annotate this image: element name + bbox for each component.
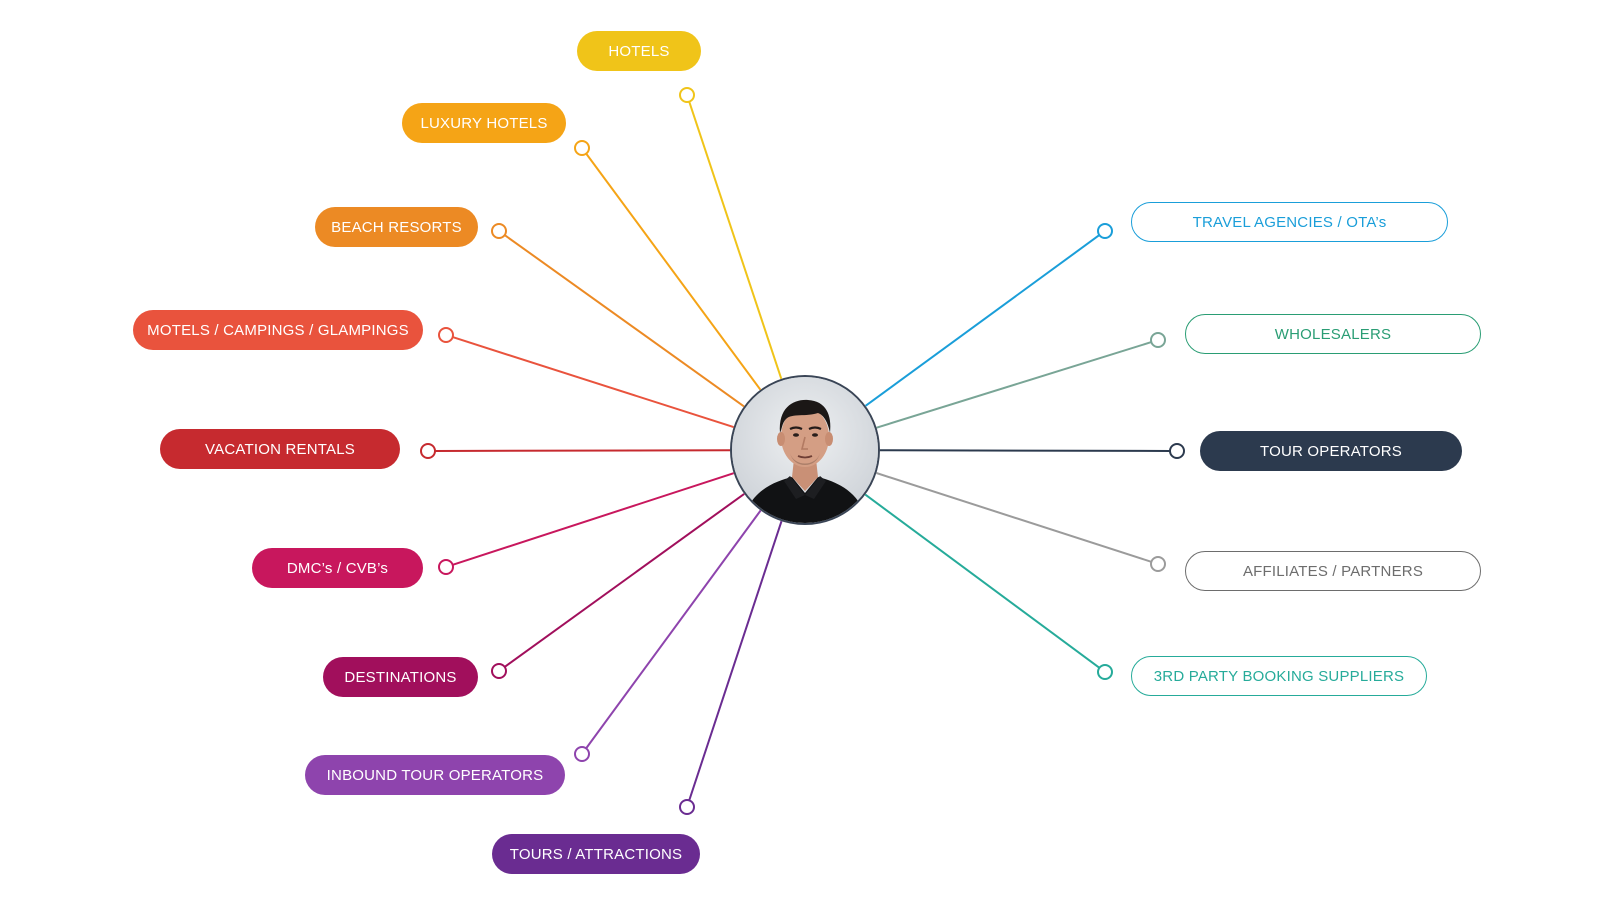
connector-endpoint-tours-attractions [679,799,695,815]
connector-line-beach-resorts [504,234,745,408]
node-label: TOUR OPERATORS [1260,442,1402,460]
node-label: MOTELS / CAMPINGS / GLAMPINGS [147,321,409,339]
connector-endpoint-3rd-party-booking-suppliers [1097,664,1113,680]
node-label: VACATION RENTALS [205,440,355,458]
connector-line-travel-agencies-otas [865,234,1100,407]
node-label: HOTELS [608,42,670,60]
connector-endpoint-vacation-rentals [420,443,436,459]
connector-endpoint-affiliates-partners [1150,556,1166,572]
connector-endpoint-travel-agencies-otas [1097,223,1113,239]
node-destinations[interactable]: DESTINATIONS [323,657,478,697]
connector-line-affiliates-partners [876,472,1152,563]
node-luxury-hotels[interactable]: LUXURY HOTELS [402,103,566,143]
connector-line-wholesalers [876,341,1152,429]
node-hotels[interactable]: HOTELS [577,31,701,71]
connector-line-luxury-hotels [585,153,762,391]
person-portrait-icon [732,377,878,523]
node-label: BEACH RESORTS [331,218,462,236]
node-label: 3RD PARTY BOOKING SUPPLIERS [1153,667,1405,685]
connector-line-inbound-tour-operators [585,509,762,749]
node-label: TRAVEL AGENCIES / OTA’s [1192,213,1387,231]
center-avatar-photo [730,375,880,525]
connector-endpoint-beach-resorts [491,223,507,239]
connector-line-dmcs-cvbs [452,472,735,566]
node-label: DESTINATIONS [344,668,457,686]
node-3rd-party-booking-suppliers[interactable]: 3RD PARTY BOOKING SUPPLIERS [1131,656,1427,696]
node-vacation-rentals[interactable]: VACATION RENTALS [160,429,400,469]
connector-line-motels-campings-glampings [452,336,734,429]
connector-endpoint-dmcs-cvbs [438,559,454,575]
node-inbound-tour-operators[interactable]: INBOUND TOUR OPERATORS [305,755,565,795]
connector-endpoint-wholesalers [1150,332,1166,348]
node-tour-operators[interactable]: TOUR OPERATORS [1200,431,1462,471]
node-affiliates-partners[interactable]: AFFILIATES / PARTNERS [1185,551,1481,591]
node-label: INBOUND TOUR OPERATORS [326,766,544,784]
connector-line-vacation-rentals [434,449,731,452]
connector-line-tours-attractions [688,520,783,801]
connector-line-destinations [504,493,745,668]
node-dmcs-cvbs[interactable]: DMC’s / CVB’s [252,548,423,588]
node-beach-resorts[interactable]: BEACH RESORTS [315,207,478,247]
node-label: WHOLESALERS [1274,325,1392,343]
node-wholesalers[interactable]: WHOLESALERS [1185,314,1481,354]
node-label: TOURS / ATTRACTIONS [509,845,683,863]
connector-line-3rd-party-booking-suppliers [864,493,1100,669]
connector-line-tour-operators [879,449,1171,452]
connector-endpoint-luxury-hotels [574,140,590,156]
node-label: AFFILIATES / PARTNERS [1242,562,1424,580]
node-travel-agencies-otas[interactable]: TRAVEL AGENCIES / OTA’s [1131,202,1448,242]
connector-endpoint-tour-operators [1169,443,1185,459]
connector-line-hotels [688,101,783,380]
connector-endpoint-destinations [491,663,507,679]
node-label: LUXURY HOTELS [420,114,548,132]
node-label: DMC’s / CVB’s [286,559,389,577]
connector-endpoint-inbound-tour-operators [574,746,590,762]
node-tours-attractions[interactable]: TOURS / ATTRACTIONS [492,834,700,874]
connector-endpoint-hotels [679,87,695,103]
node-motels-campings-glampings[interactable]: MOTELS / CAMPINGS / GLAMPINGS [133,310,423,350]
connector-endpoint-motels-campings-glampings [438,327,454,343]
